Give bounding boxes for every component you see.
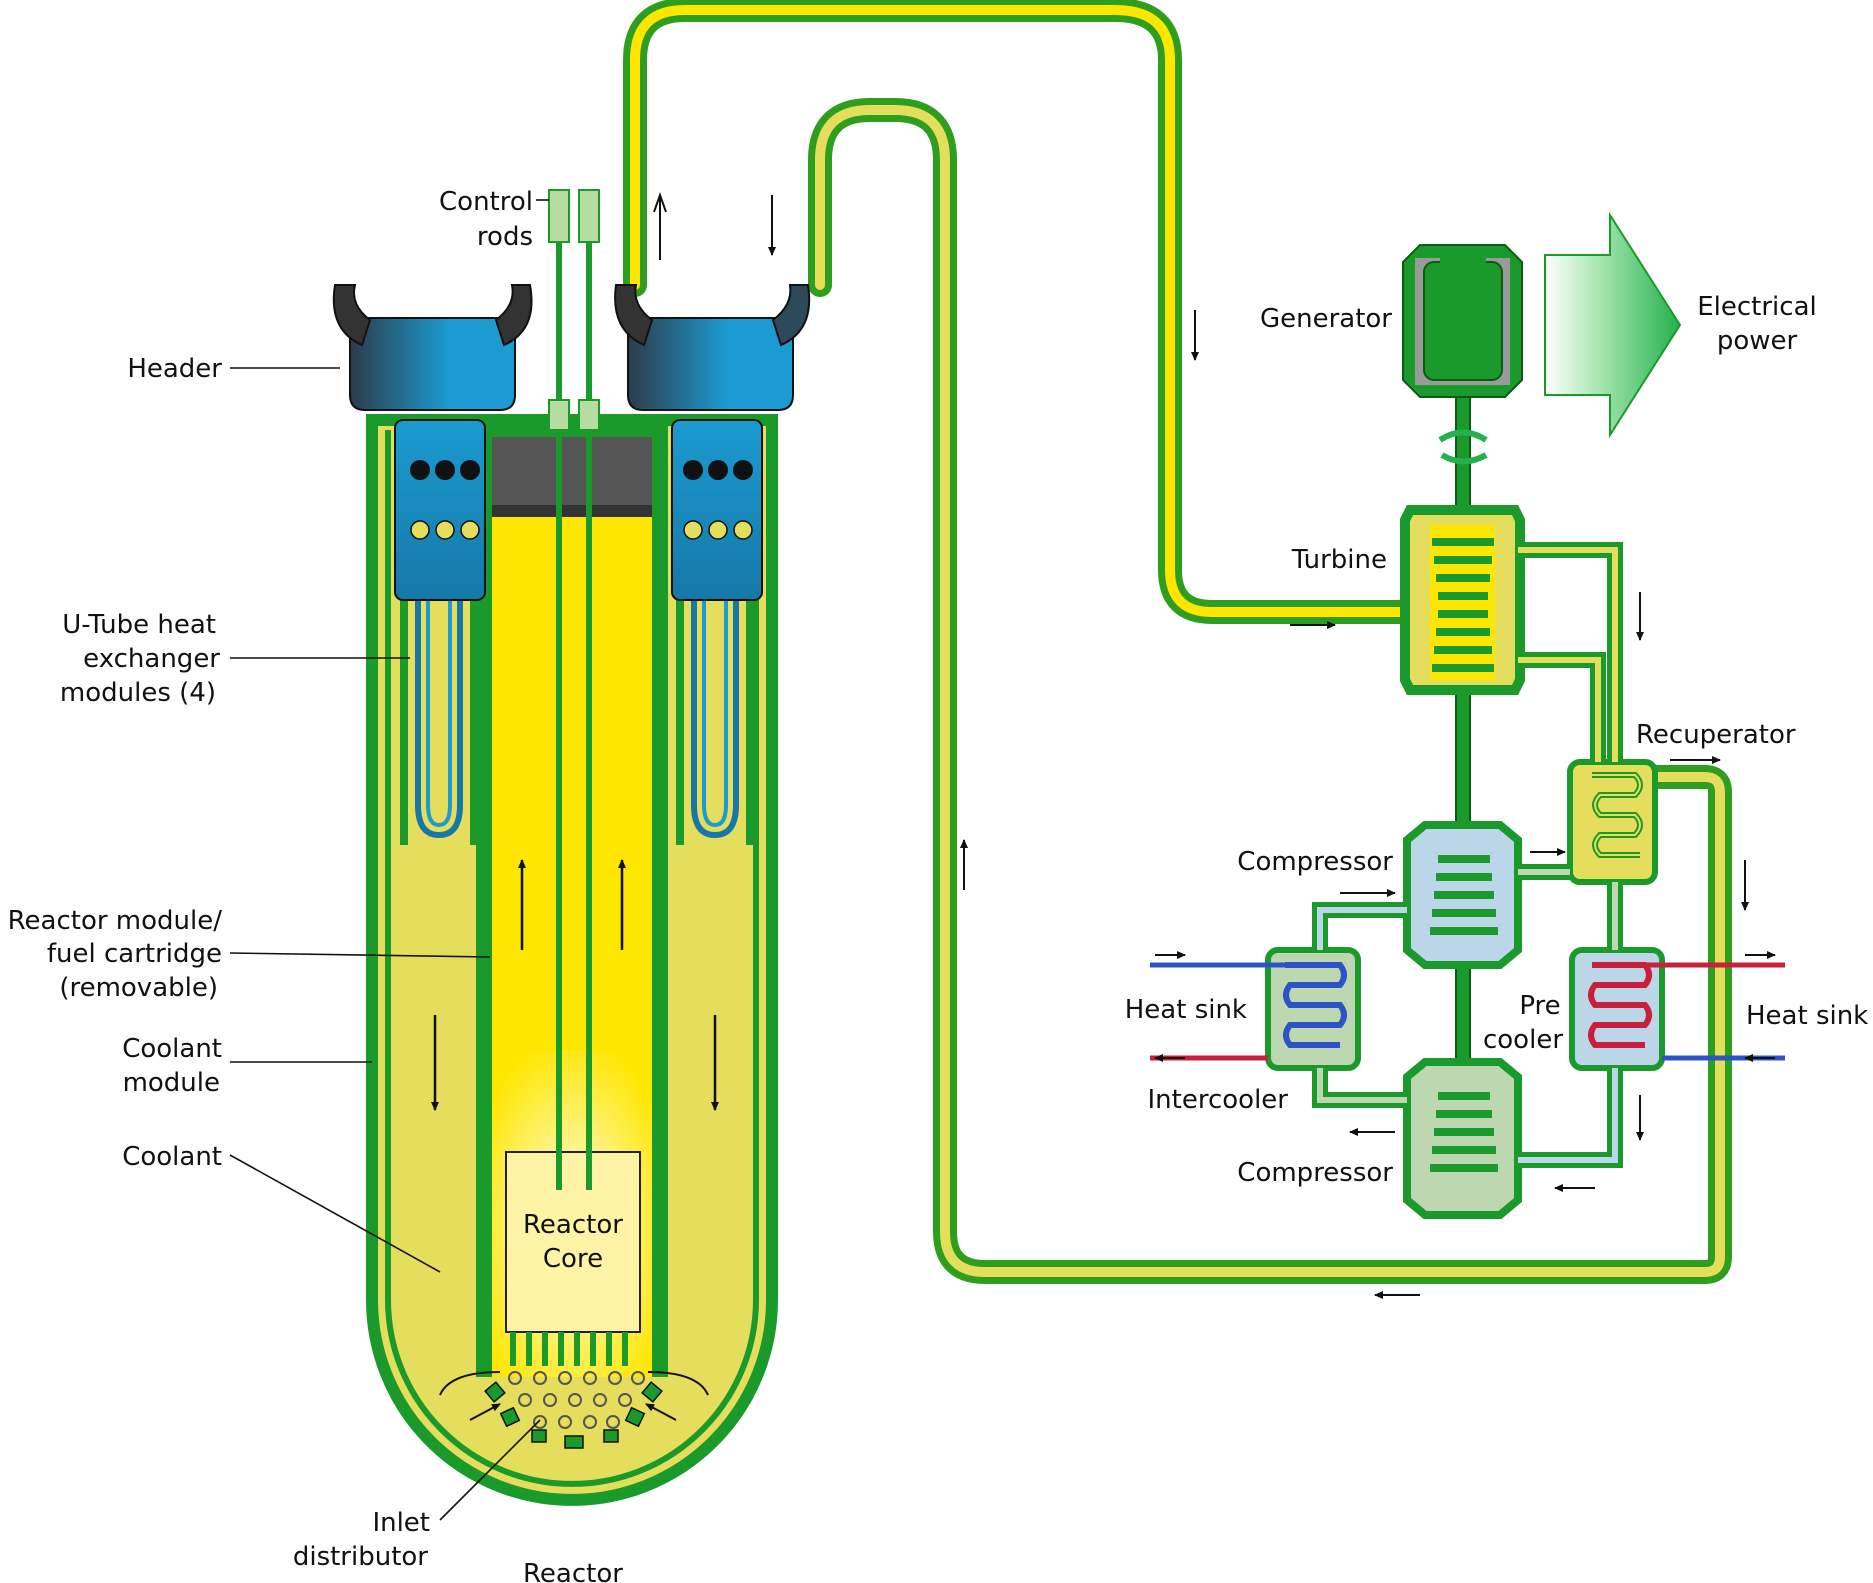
electrical-power-arrow: [1544, 211, 1682, 439]
label-electrical-2: power: [1717, 326, 1798, 356]
label-reactor-module-3: (removable): [59, 973, 218, 1003]
label-generator: Generator: [1260, 304, 1392, 334]
label-compressor-bottom: Compressor: [1237, 1158, 1393, 1188]
label-compressor-top: Compressor: [1237, 847, 1393, 877]
diagram-labels: Control rods Header U-Tube heat exchange…: [8, 187, 1869, 1583]
turbine: [1400, 505, 1525, 695]
label-reactor: Reactor: [523, 1559, 623, 1583]
label-utube-2: exchanger: [83, 644, 220, 674]
label-recuperator: Recuperator: [1636, 720, 1796, 750]
inlet-distributor: [439, 1371, 709, 1449]
compressor-top: [1403, 821, 1522, 969]
recuperator: [1567, 759, 1658, 885]
rotation-icon: [1438, 429, 1488, 465]
label-reactor-module-2: fuel cartridge: [47, 939, 222, 969]
label-reactor-core-1: Reactor: [523, 1210, 623, 1240]
cycle-connecting-pipes: [1312, 542, 1623, 1168]
label-intercooler: Intercooler: [1148, 1085, 1289, 1115]
control-rods: [548, 189, 600, 1190]
label-inlet-2: distributor: [293, 1542, 428, 1572]
label-coolant-module-2: module: [123, 1068, 220, 1098]
label-coolant: Coolant: [122, 1142, 222, 1172]
label-utube-3: modules (4): [60, 678, 216, 708]
label-utube-1: U-Tube heat: [62, 610, 216, 640]
core-fuel-pins: [510, 1332, 628, 1366]
leader-lines: [229, 199, 549, 1521]
label-turbine: Turbine: [1291, 545, 1387, 575]
generator: [1402, 244, 1523, 398]
label-reactor-module-1: Reactor module/: [8, 906, 223, 936]
label-coolant-module-1: Coolant: [122, 1034, 222, 1064]
hot-loop-pipe: [623, 0, 1432, 624]
label-inlet-1: Inlet: [372, 1508, 430, 1538]
label-electrical-1: Electrical: [1697, 292, 1817, 322]
utube-right: [676, 600, 754, 845]
return-loop-pipe: [808, 98, 1732, 1284]
label-heat-sink-left: Heat sink: [1125, 995, 1247, 1025]
label-heat-sink-right: Heat sink: [1746, 1001, 1868, 1031]
cycle-flow-arrows: [1154, 592, 1776, 1192]
header-right: [614, 284, 811, 601]
label-pre: Pre: [1519, 991, 1560, 1021]
label-control-rods-2: rods: [477, 222, 533, 252]
label-cooler: cooler: [1483, 1025, 1563, 1055]
header-left: [332, 284, 533, 601]
utube-left: [400, 600, 478, 845]
label-reactor-core-2: Core: [543, 1244, 603, 1274]
compressor-bottom: [1403, 1058, 1522, 1219]
label-header: Header: [127, 354, 222, 384]
label-control-rods: Control: [439, 187, 533, 217]
reactor-core: [505, 1151, 641, 1366]
up-arrow-hot: [653, 191, 667, 260]
